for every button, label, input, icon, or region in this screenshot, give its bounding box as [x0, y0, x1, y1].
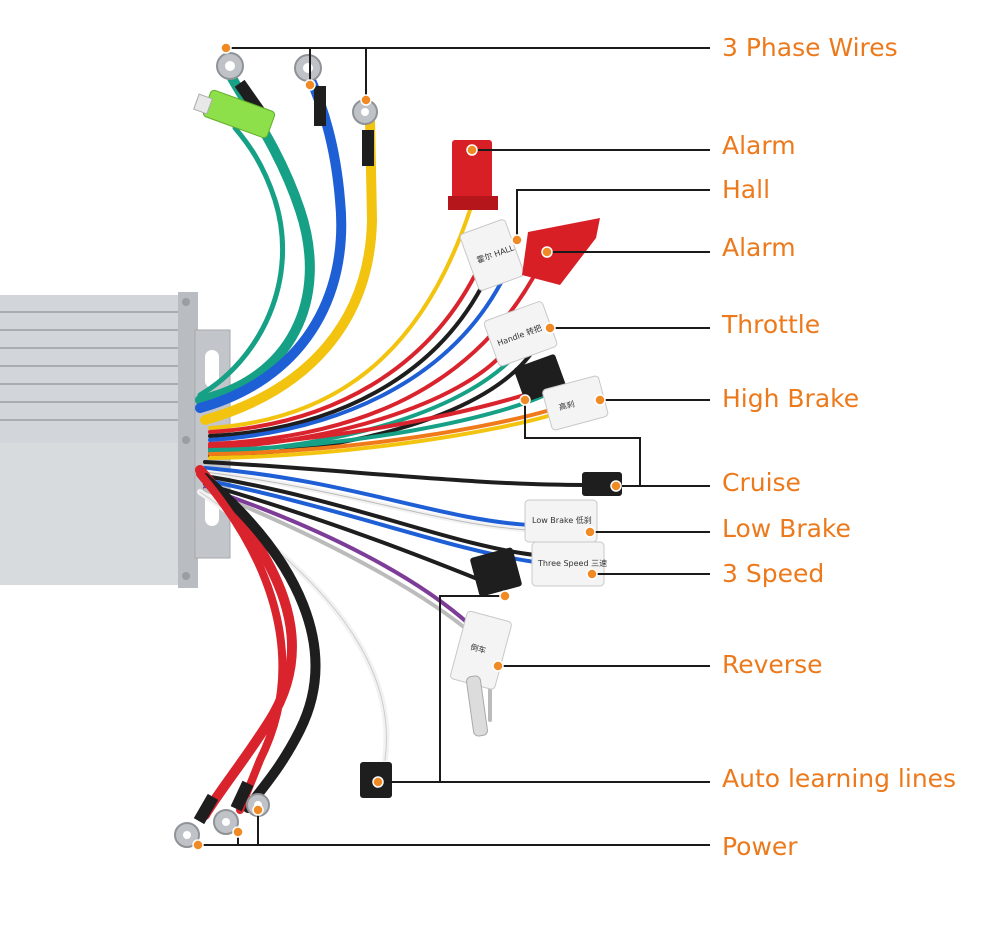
hall-green-short	[197, 125, 286, 398]
label-alarm-1: Alarm	[722, 131, 796, 160]
dot-power-2	[232, 826, 244, 838]
three-speed-connector-text: Three Speed 三速	[537, 559, 607, 568]
power-wire-black	[200, 473, 321, 813]
wire-bundle	[195, 73, 587, 820]
dot-cruise	[610, 480, 622, 492]
low-brake-connector-text: Low Brake 低刹	[532, 515, 592, 525]
label-3-speed: 3 Speed	[722, 559, 825, 588]
dot-alarm-1	[466, 144, 478, 156]
alarm-red-plug	[452, 140, 492, 202]
dot-throttle	[544, 322, 556, 334]
dot-phase-1	[220, 42, 232, 54]
throttle-connector: Handle 转把	[483, 301, 558, 367]
reverse-connector-text: 倒车	[469, 642, 487, 656]
dot-phase-3	[360, 94, 372, 106]
three-speed-connector: Three Speed 三速	[531, 541, 607, 587]
hall-connector: 霍尔 HALL	[459, 219, 525, 291]
dot-high-brake-black	[519, 394, 531, 406]
label-throttle: Throttle	[722, 310, 821, 339]
dot-reverse	[492, 660, 504, 672]
dot-reverse-black	[499, 590, 511, 602]
dot-phase-2	[304, 79, 316, 91]
dot-three-speed	[586, 568, 598, 580]
dot-alarm-2	[541, 246, 553, 258]
marker-dots	[192, 42, 622, 851]
phase-wire-yellow	[200, 115, 378, 425]
dot-high-brake	[594, 394, 606, 406]
high-brake-connector-text: 高刹	[558, 398, 576, 412]
label-auto-learning: Auto learning lines	[722, 764, 957, 793]
label-reverse: Reverse	[722, 650, 823, 679]
power-wire-red	[195, 465, 297, 820]
dot-low-brake	[584, 526, 596, 538]
power-wire-red-2	[196, 470, 287, 814]
dot-power-1	[192, 839, 204, 851]
label-alarm-2: Alarm	[722, 233, 796, 262]
reverse-black-plug	[470, 547, 522, 597]
label-3-phase-wires: 3 Phase Wires	[722, 33, 898, 62]
dot-hall	[511, 234, 523, 246]
dot-auto-learning	[372, 776, 384, 788]
label-hall: Hall	[722, 175, 771, 204]
connectors: 霍尔 HALL Handle 转把 高刹 Low Brake 低刹 Three …	[193, 89, 622, 798]
dot-power-3	[252, 804, 264, 816]
label-power: Power	[722, 832, 798, 861]
label-cruise: Cruise	[722, 468, 801, 497]
controller-housing	[0, 292, 231, 588]
label-high-brake: High Brake	[722, 384, 860, 413]
leader-lines	[198, 47, 710, 846]
label-low-brake: Low Brake	[722, 514, 851, 543]
